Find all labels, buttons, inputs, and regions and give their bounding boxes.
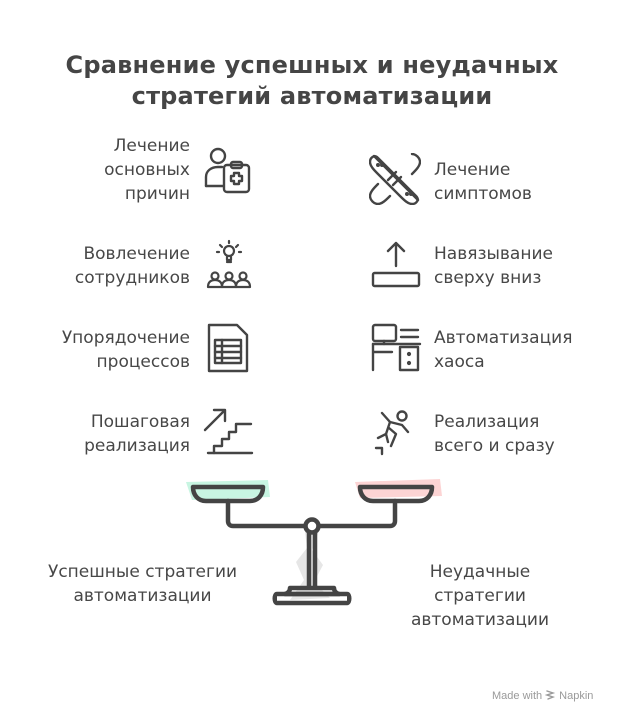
made-with-napkin-footer[interactable]: Made with Napkin <box>492 689 593 703</box>
label-line: Лечение <box>434 160 511 180</box>
label-line: сверху вниз <box>434 268 542 288</box>
label-line: Упорядочение <box>61 328 190 348</box>
fail-item-symptoms: Лечение симптомов <box>434 158 532 206</box>
label-line: всего и сразу <box>434 436 555 456</box>
label-line: автоматизации <box>73 586 212 606</box>
made-with-text: Made with <box>492 690 543 702</box>
label-line: Автоматизация <box>434 328 573 348</box>
label-line: Реализация <box>434 412 540 432</box>
fail-item-all-at-once: Реализация всего и сразу <box>434 410 555 458</box>
spreadsheet-document-icon <box>206 322 250 374</box>
label-line: причин <box>124 184 190 204</box>
label-line: Навязывание <box>434 244 553 264</box>
success-item-process-ordering: Упорядочение процессов <box>62 326 190 374</box>
fail-item-top-down: Навязывание сверху вниз <box>434 242 553 290</box>
label-line: Вовлечение <box>83 244 190 264</box>
label-line: Лечение <box>113 136 190 156</box>
balance-scale-icon <box>180 470 450 615</box>
label-line: стратегии <box>434 586 526 606</box>
success-item-employee-involvement: Вовлечение сотрудников <box>75 242 190 290</box>
napkin-logo-icon <box>544 689 556 703</box>
stairs-arrow-icon <box>202 405 256 459</box>
label-line: реализация <box>84 436 190 456</box>
fail-item-automating-chaos: Автоматизация хаоса <box>434 326 572 374</box>
doctor-clipboard-icon <box>203 145 253 195</box>
diagram-title: Сравнение успешных и неудачных стратегий… <box>0 50 624 112</box>
label-line: Пошаговая <box>90 412 190 432</box>
bandage-icon <box>369 153 421 205</box>
team-idea-icon <box>203 239 255 291</box>
label-line: симптомов <box>434 184 532 204</box>
label-line: основных <box>104 160 190 180</box>
messy-desk-icon <box>370 322 422 372</box>
title-line-2: стратегий автоматизации <box>131 82 493 110</box>
success-item-root-causes: Лечение основных причин <box>104 134 190 206</box>
falling-person-icon <box>374 408 420 456</box>
label-line: Успешные стратегии <box>47 562 238 582</box>
success-strategies-label: Успешные стратегии автоматизации <box>30 560 255 608</box>
label-line: Неудачные <box>429 562 531 582</box>
label-line: автоматизации <box>410 610 550 630</box>
label-line: сотрудников <box>74 268 190 288</box>
upload-arrow-icon <box>370 240 422 290</box>
title-line-1: Сравнение успешных и неудачных <box>65 51 559 79</box>
fail-strategies-label: Неудачные стратегии автоматизации <box>390 560 570 632</box>
label-line: процессов <box>96 352 190 372</box>
label-line: хаоса <box>434 352 485 372</box>
success-item-stepwise: Пошаговая реализация <box>84 410 190 458</box>
napkin-brand-text: Napkin <box>559 690 594 702</box>
